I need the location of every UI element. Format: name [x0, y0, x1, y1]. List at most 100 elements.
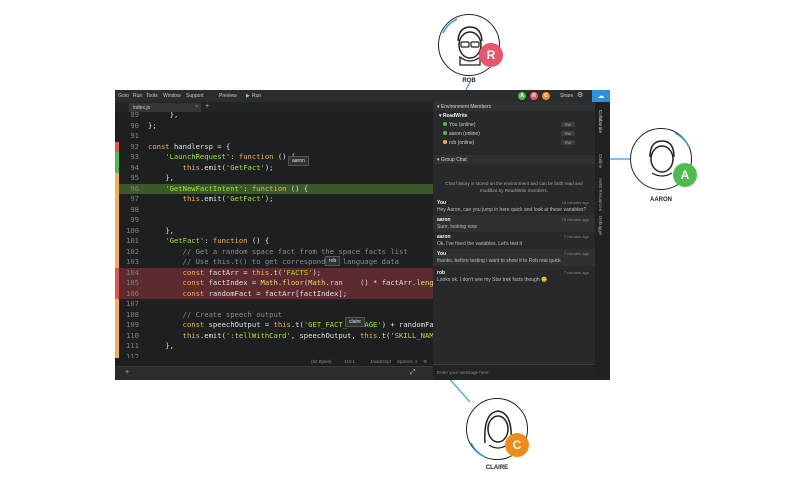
change-marker: [115, 351, 119, 362]
claire-badge: C: [505, 433, 529, 457]
settings-icon[interactable]: ⚙: [423, 359, 428, 364]
code-line[interactable]: 109 const speechOutput = this.t('GET_FAC…: [115, 320, 433, 331]
code-line[interactable]: 95 },: [115, 173, 433, 184]
change-marker: [115, 215, 119, 226]
tab-collaborate[interactable]: Collaborate: [598, 110, 603, 134]
code-text: },: [148, 112, 179, 119]
menubar: Goto Run Tools Window Support Preview ▶ …: [115, 90, 610, 104]
cursor-label-aaron: aaron: [288, 156, 309, 166]
side-tabs: Collaborate Outline AWS Resources Debugg…: [595, 102, 610, 380]
code-line[interactable]: 106 const randomFact = factArr[factIndex…: [115, 288, 433, 299]
language-mode[interactable]: JavaScript: [370, 359, 392, 364]
readwrite-group: ▾ ReadWrite: [439, 113, 468, 119]
code-text: 'LaunchRequest': function () {: [165, 152, 296, 161]
run-button[interactable]: Run: [252, 93, 262, 99]
code-line[interactable]: 102 // Get a random space fact from the …: [115, 246, 433, 257]
member-name: You (online): [449, 122, 476, 128]
user-dot-rob[interactable]: R: [530, 92, 538, 100]
code-line[interactable]: 97 this.emit('GetFact');: [115, 194, 433, 205]
aaron-name: AARON: [650, 197, 672, 203]
code-line[interactable]: 112: [115, 351, 433, 362]
avatar-aaron: A: [630, 128, 697, 190]
tab-outline[interactable]: Outline: [598, 154, 603, 169]
line-number: 108: [126, 309, 139, 319]
code-text: const speechOutput = this.t('GET_FACT_ME…: [182, 320, 433, 329]
cursor-label-rob: rob: [325, 256, 341, 266]
gear-icon[interactable]: ⚙: [577, 92, 584, 99]
tab-debugger[interactable]: Debugger: [598, 216, 603, 236]
code-line[interactable]: 94 this.emit('GetFact');: [115, 162, 433, 173]
members-header[interactable]: ▾ Environment Members: [433, 102, 595, 111]
status-dot-icon: [443, 131, 447, 135]
code-text: 'GetFact': function () {: [165, 236, 270, 245]
member-item[interactable]: rob (online): [443, 140, 474, 146]
code-line[interactable]: 111 },: [115, 341, 433, 352]
chat-header[interactable]: ▾ Group Chat: [433, 155, 595, 164]
status-bar: (52 Bytes) 116:1 JavaScript Spaces: 4 ⚙: [115, 358, 433, 366]
code-line[interactable]: 108 // Create speech output: [115, 309, 433, 320]
menu-window[interactable]: Window: [163, 93, 181, 99]
code-text: const randomFact = factArr[factIndex];: [182, 288, 348, 298]
chat-notice: Chat history is stored on the environmen…: [445, 181, 583, 193]
user-dot-aaron[interactable]: A: [518, 92, 526, 100]
code-line[interactable]: 104 const factArr = this.t('FACTS');: [115, 267, 433, 278]
change-marker: [115, 320, 119, 331]
change-marker: [115, 257, 119, 268]
change-marker: [115, 330, 119, 341]
menu-tools[interactable]: Tools: [146, 93, 158, 99]
aaron-badge: A: [673, 163, 697, 187]
code-line[interactable]: 93 'LaunchRequest': function () {: [115, 152, 433, 163]
change-marker: [115, 309, 119, 320]
chat-author: rob: [437, 270, 446, 276]
code-line[interactable]: 100 },: [115, 225, 433, 236]
cloud-icon[interactable]: ☁: [592, 90, 610, 104]
code-text: },: [148, 173, 174, 182]
collaborate-panel: ▾ Environment Members ▾ ReadWrite You (o…: [433, 102, 595, 380]
menu-support[interactable]: Support: [186, 93, 204, 99]
run-icon[interactable]: ▶: [246, 93, 250, 99]
code-line[interactable]: 105 const factIndex = Math.floor(Math.ra…: [115, 278, 433, 289]
change-marker: [115, 225, 119, 236]
tab-aws-resources[interactable]: AWS Resources: [598, 178, 603, 211]
permission-toggle[interactable]: RW: [561, 140, 575, 145]
code-line[interactable]: 91: [115, 131, 433, 142]
code-line[interactable]: 96 'GetNewFactIntent': function () {: [115, 183, 433, 194]
user-dot-claire[interactable]: C: [542, 92, 550, 100]
change-marker: [115, 194, 119, 205]
change-marker: [115, 173, 119, 184]
avatar-claire: C: [466, 398, 529, 460]
chat-input[interactable]: Enter your message here: [433, 364, 595, 380]
code-line[interactable]: 99: [115, 215, 433, 226]
expand-icon[interactable]: ⤢: [410, 369, 416, 376]
code-text: // Use this.t() to get corresponding lan…: [182, 257, 399, 266]
add-tab-button[interactable]: +: [205, 103, 210, 110]
add-terminal-button[interactable]: +: [125, 369, 130, 376]
menu-goto[interactable]: Goto: [118, 93, 129, 99]
menu-run[interactable]: Run: [133, 93, 143, 99]
code-line[interactable]: 107: [115, 299, 433, 310]
tab-index-js[interactable]: index.js ×: [129, 103, 201, 112]
change-marker: [115, 204, 119, 215]
code-line[interactable]: 103 // Use this.t() to get corresponding…: [115, 257, 433, 268]
close-icon[interactable]: ×: [195, 104, 198, 110]
code-line[interactable]: 89 },: [115, 112, 433, 121]
chevron-down-icon: ▾: [439, 113, 443, 119]
code-line[interactable]: 110 this.emit(':tellWithCard', speechOut…: [115, 330, 433, 341]
indent-setting[interactable]: Spaces: 4: [397, 359, 418, 364]
member-item[interactable]: You (online): [443, 122, 476, 128]
code-line[interactable]: 101 'GetFact': function () {: [115, 236, 433, 247]
code-text: // Create speech output: [182, 309, 283, 319]
code-line[interactable]: 98: [115, 204, 433, 215]
code-line[interactable]: 90};: [115, 121, 433, 132]
share-button[interactable]: Share: [560, 93, 574, 99]
change-marker: [115, 246, 119, 257]
line-number: 109: [126, 320, 139, 329]
preview-button[interactable]: Preview: [219, 93, 237, 99]
permission-toggle[interactable]: RW: [561, 131, 575, 136]
member-item[interactable]: aaron (online): [443, 131, 480, 137]
code-text: const factIndex = Math.floor(Math.ran ()…: [182, 278, 433, 287]
permission-toggle[interactable]: RW: [561, 122, 575, 127]
